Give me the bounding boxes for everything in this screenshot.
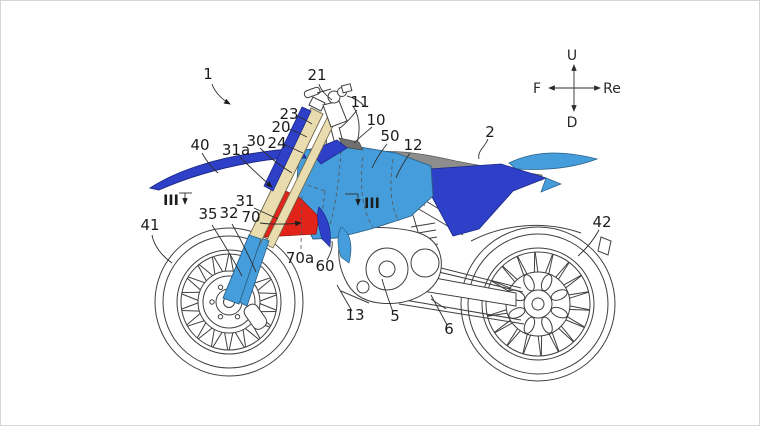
handlebar-grip [303, 86, 321, 99]
handlebar-assembly [303, 83, 366, 128]
compass-down-label: D [567, 115, 578, 131]
section-marker-middle: III [345, 193, 380, 212]
rear-side-panel [428, 163, 548, 237]
ref-label-41: 41 [140, 216, 159, 234]
leader-24 [284, 144, 304, 154]
ref-label-60: 60 [315, 257, 334, 275]
ref-label-10: 10 [366, 111, 385, 129]
rear-wheel [460, 226, 616, 382]
rear-fender-panel [508, 152, 599, 170]
ref-label-1: 1 [203, 65, 213, 83]
reference-labels: 1 21 11 23 20 24 30 31a 40 10 50 12 2 31… [140, 65, 611, 338]
leader-5 [381, 278, 394, 313]
brake-lever [346, 95, 366, 108]
leader-23 [296, 115, 313, 125]
leader-31 [253, 207, 279, 220]
direction-compass: U F Re D [533, 48, 621, 131]
compass-rear-label: Re [603, 81, 621, 97]
ref-label-31a: 31a [222, 141, 250, 159]
leader-13 [336, 284, 353, 312]
frame-cover-sliver [337, 226, 352, 264]
compass-up-label: U [567, 48, 577, 64]
ref-label-12: 12 [403, 136, 422, 154]
ref-label-30: 30 [246, 132, 265, 150]
leader-20 [288, 128, 308, 138]
front-fender-rear-lobe [309, 139, 348, 165]
ref-label-31: 31 [235, 192, 254, 210]
leader-30 [259, 147, 293, 174]
leader-21 [318, 83, 333, 101]
leader-40 [201, 152, 219, 174]
section-marker-left: III [163, 192, 192, 209]
rear-fender-bracket [597, 236, 612, 256]
ref-label-20: 20 [271, 118, 290, 136]
ref-label-35: 35 [198, 205, 217, 223]
ref-label-42: 42 [592, 213, 611, 231]
leader-50 [371, 143, 388, 169]
leader-31a [239, 156, 273, 188]
lower-cowl-sliver [317, 206, 331, 248]
leader-70 [259, 220, 302, 227]
ref-label-2: 2 [485, 123, 495, 141]
fork-guard [263, 106, 312, 192]
leader-11 [339, 109, 358, 129]
fork-leg [222, 234, 262, 305]
leader-1 [211, 83, 231, 105]
leader-41 [151, 234, 173, 264]
front-brake-caliper [243, 303, 268, 330]
ref-label-13: 13 [345, 306, 364, 324]
ref-label-23: 23 [279, 105, 298, 123]
section-marker-left-label: III [163, 193, 179, 209]
leader-lines [151, 83, 600, 326]
leader-12 [395, 152, 411, 179]
front-fork [222, 96, 336, 307]
ref-label-70a: 70a [286, 249, 314, 267]
ref-label-40: 40 [190, 136, 209, 154]
ref-label-32: 32 [219, 204, 238, 222]
rear-panel-accent [540, 177, 562, 193]
ref-label-6: 6 [444, 320, 454, 338]
leader-10 [353, 126, 373, 144]
ref-label-70: 70 [241, 208, 260, 226]
leader-35 [211, 224, 243, 277]
ref-label-11: 11 [350, 93, 369, 111]
section-marker-middle-label: III [364, 196, 380, 212]
ref-label-21: 21 [307, 66, 326, 84]
leader-2 [478, 138, 489, 160]
leader-60 [326, 240, 333, 261]
leader-6 [430, 294, 448, 326]
ref-label-5: 5 [390, 307, 400, 325]
ref-label-50: 50 [380, 127, 399, 145]
leader-32 [231, 223, 257, 273]
compass-front-label: F [533, 81, 541, 97]
clutch-cover [410, 248, 440, 278]
fork-cap [308, 96, 326, 112]
front-wheel [154, 227, 304, 377]
leader-42 [577, 229, 600, 257]
ref-label-24: 24 [267, 134, 286, 152]
crankcase-cover [365, 247, 409, 291]
leader-70a [300, 195, 303, 250]
